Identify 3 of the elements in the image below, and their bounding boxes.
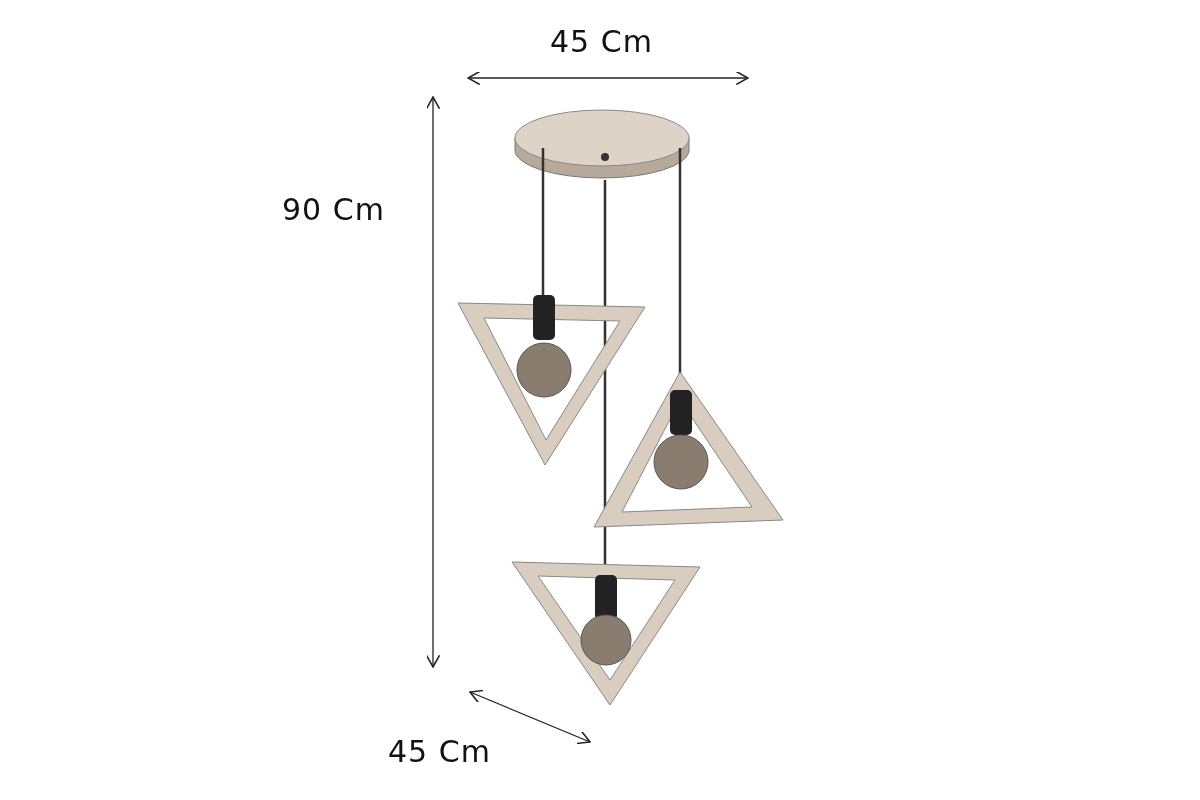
dimension-label: 45 Cm <box>388 734 491 769</box>
dimension-label: 45 Cm <box>550 24 653 59</box>
dimension-label: 90 Cm <box>282 192 385 227</box>
